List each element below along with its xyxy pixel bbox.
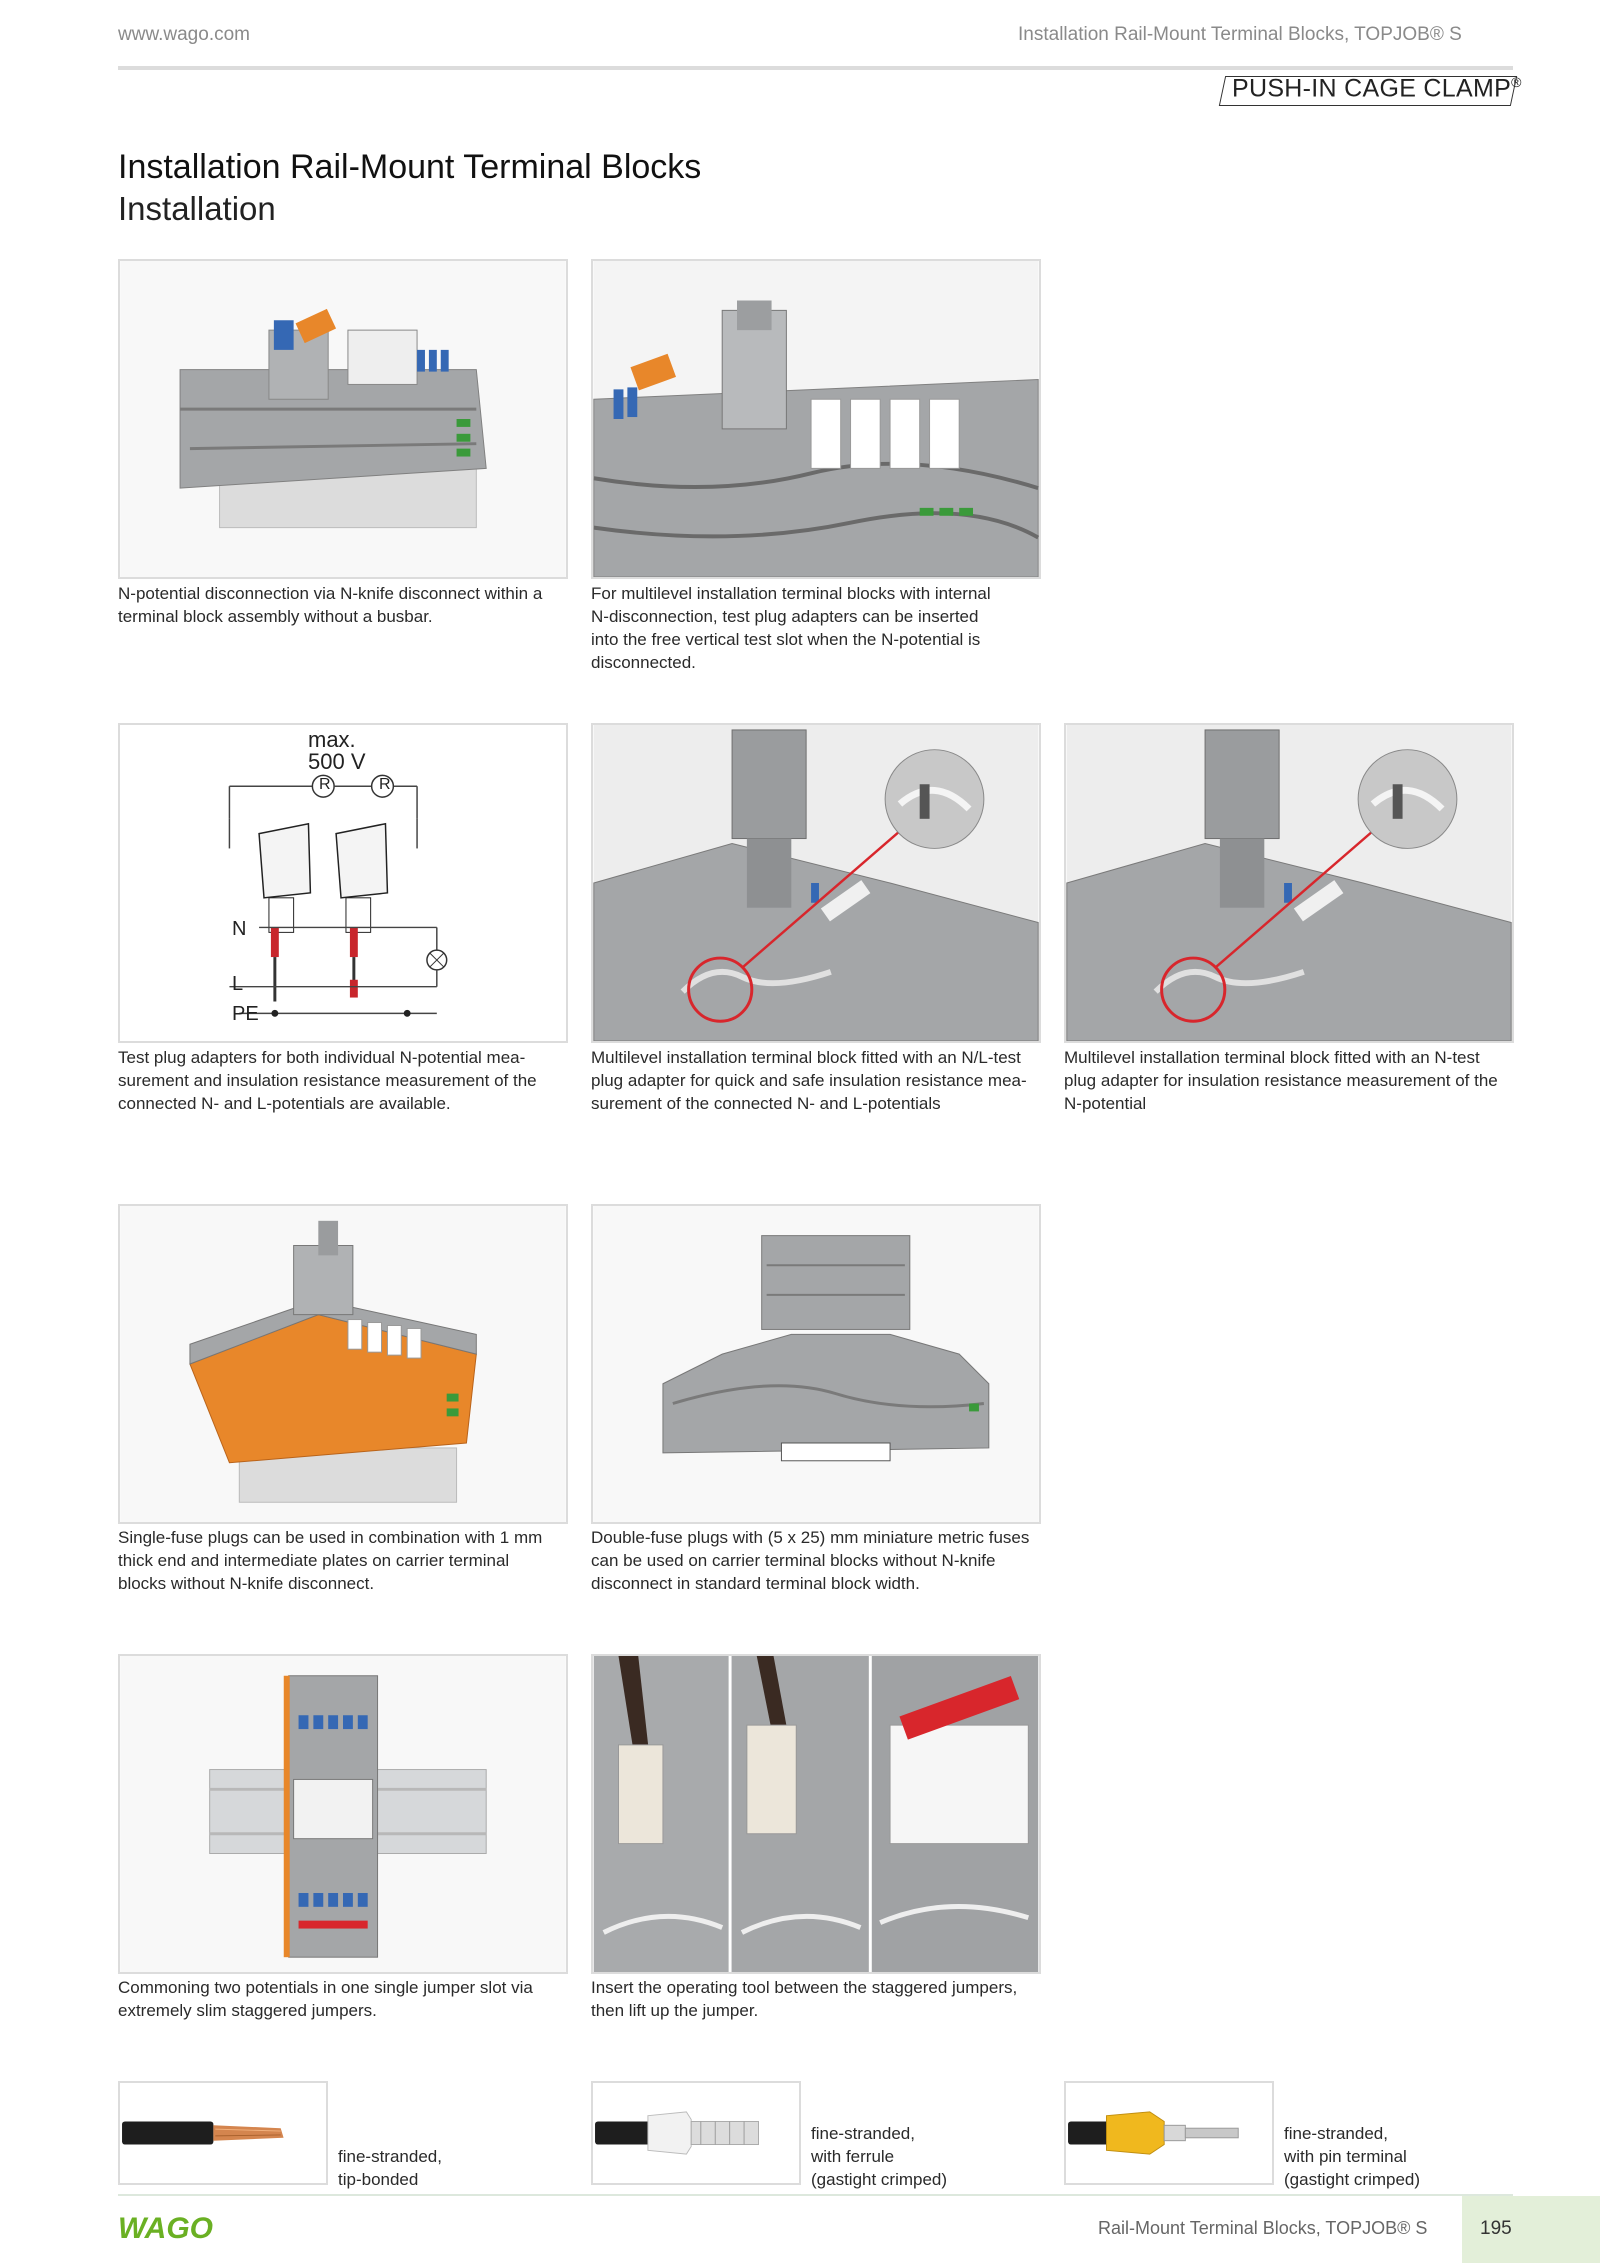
page-title: Installation Rail-Mount Terminal Blocks — [118, 148, 702, 186]
caption-single-fuse: Single-fuse plugs can be used in combina… — [118, 1528, 543, 1593]
photo-test-plug-adapter — [591, 259, 1041, 579]
caption-test-slot: For multilevel installation terminal blo… — [591, 584, 991, 672]
photo-n-knife-assembly — [118, 259, 568, 579]
caption-commoning: Commoning two potentials in one single j… — [118, 1978, 533, 2020]
header-website[interactable]: www.wago.com — [118, 24, 250, 45]
caption-operating-tool: Insert the operating tool between the st… — [591, 1978, 1018, 2020]
caption-n-knife: N-potential disconnection via N-knife di… — [118, 584, 543, 626]
diagram-label-pe: PE — [232, 1003, 259, 1025]
header-section-title: Installation Rail-Mount Terminal Blocks,… — [1018, 24, 1462, 45]
wago-logo[interactable]: WAGO — [118, 2212, 230, 2245]
diagram-test-circuit: max. 500 V R R N L PE — [118, 723, 568, 1043]
photo-double-fuse-plugs — [591, 1204, 1041, 1524]
brand-label: PUSH-IN CAGE CLAMP® — [1232, 74, 1522, 103]
footer-section-title: Rail-Mount Terminal Blocks, TOPJOB® S — [1098, 2218, 1428, 2238]
diagram-label-l: L — [232, 973, 244, 995]
photo-single-fuse-plugs — [118, 1204, 568, 1524]
conductor-label-pin-terminal: fine-stranded, with pin terminal (gastig… — [1284, 2124, 1421, 2189]
footer-divider — [118, 2194, 1513, 2196]
pin-terminal-wire-icon — [1064, 2081, 1274, 2185]
tip-bonded-wire-icon — [118, 2081, 328, 2185]
page-number: 195 — [1480, 2218, 1512, 2239]
photo-operating-tool — [591, 1654, 1041, 1974]
caption-test-adapters: Test plug adapters for both individual N… — [118, 1048, 537, 1113]
caption-double-fuse: Double-fuse plugs with (5 x 25) mm minia… — [591, 1528, 1030, 1593]
diagram-label-n: N — [232, 918, 247, 940]
conductor-label-ferrule: fine-stranded, with ferrule (gastight cr… — [811, 2124, 948, 2189]
svg-text:WAGO: WAGO — [118, 2212, 213, 2242]
diagram-voltage-value: 500 V — [308, 749, 366, 774]
conductor-label-tip-bonded: fine-stranded, tip-bonded — [338, 2147, 442, 2189]
photo-staggered-jumpers — [118, 1654, 568, 1974]
page-number-tab: 195 — [1462, 2196, 1600, 2263]
diagram-resistor-2: R — [379, 776, 391, 793]
diagram-voltage-max: max. — [308, 727, 356, 752]
ferrule-wire-icon — [591, 2081, 801, 2185]
header-divider — [118, 66, 1513, 70]
diagram-resistor-1: R — [319, 776, 331, 793]
photo-nl-test-adapter — [591, 723, 1041, 1043]
page-subtitle: Installation — [118, 190, 276, 227]
caption-nl-test: Multilevel installation terminal block f… — [591, 1048, 1027, 1113]
caption-n-test: Multilevel installation terminal block f… — [1064, 1048, 1498, 1113]
photo-n-test-adapter — [1064, 723, 1514, 1043]
